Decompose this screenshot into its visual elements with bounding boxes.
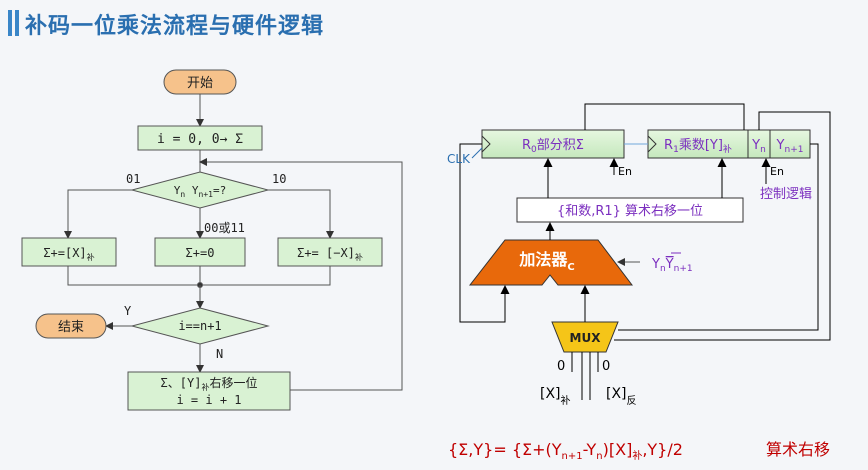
- loop-back-line: [199, 158, 403, 391]
- yes-label: Y: [124, 304, 132, 318]
- title-accent-bar: [8, 10, 12, 36]
- end-terminal: [35, 313, 107, 339]
- hardware-diagram: [459, 103, 831, 400]
- op-add-negx-label: Σ+= [−X]补: [297, 246, 363, 262]
- page-title: 补码一位乘法流程与硬件逻辑: [25, 14, 325, 39]
- r0-register: [481, 129, 625, 159]
- branch-01-line: [64, 189, 132, 239]
- mux-label: MUX: [570, 331, 602, 345]
- mux-input-0a: 0: [557, 359, 565, 374]
- shifter-label: {和数,R1} 算术右移一位: [557, 204, 703, 219]
- decision2-label: i==n+1: [178, 319, 221, 333]
- no-label: N: [216, 347, 223, 361]
- shift-label-line2: i = i + 1: [176, 393, 241, 407]
- r0-en-label: En: [618, 165, 632, 178]
- r1-label: R1乘数[Y]补: [664, 138, 732, 155]
- adder-label: 加法器C: [518, 250, 574, 273]
- shift-label-line1: Σ、[Y]补右移一位: [161, 375, 258, 392]
- op-add-x-label: Σ+=[X]补: [43, 246, 94, 262]
- mux-unit: [551, 321, 619, 353]
- clk-line: [471, 147, 483, 159]
- op-add-zero-label: Σ+=0: [186, 246, 215, 260]
- shift-box: [127, 371, 291, 411]
- yn-label: Yn: [751, 138, 766, 155]
- op-add-negx-box: [277, 237, 383, 267]
- mux-input-0b: 0: [602, 359, 610, 374]
- shifter-box: [516, 197, 744, 223]
- formula: {Σ,Y}= {Σ+(Yn+1-Yn)[X]补,Y}/2: [448, 440, 683, 462]
- end-label: 结束: [58, 320, 84, 335]
- branch-01-label: 01: [126, 172, 140, 186]
- r1-top-line: [584, 103, 745, 130]
- branch-10-line: [268, 189, 334, 239]
- title-bar: 补码一位乘法流程与硬件逻辑: [0, 0, 868, 46]
- clock-triangle-icon: [481, 135, 491, 153]
- init-box: [137, 125, 263, 151]
- clk-label: CLK: [447, 152, 471, 166]
- adder-unit: [468, 239, 634, 286]
- clock-triangle-icon: [647, 135, 657, 153]
- hardware-labels: CLK R0部分积Σ R1乘数[Y]补 Yn Yn+1 En En 控制逻辑 {…: [447, 138, 812, 407]
- control-logic-label: 控制逻辑: [760, 187, 812, 202]
- merge-line: [67, 266, 331, 286]
- branch-00-label: 00或11: [204, 221, 245, 235]
- r0-feedback-line: [459, 143, 510, 323]
- start-label: 开始: [187, 76, 213, 91]
- formula-note: 算术右移: [766, 440, 830, 459]
- flowchart-labels: 开始 i = 0, 0→ Σ Yn Yn+1=? 01 10 00或11 Σ+=…: [43, 76, 363, 407]
- r0-label: R0部分积Σ: [522, 138, 584, 155]
- yn-control-line: [614, 111, 831, 341]
- init-label: i = 0, 0→ Σ: [157, 132, 243, 147]
- r1-register: [647, 129, 749, 159]
- flowchart: [21, 69, 403, 411]
- title-accent-bar: [15, 10, 19, 36]
- op-add-x-box: [21, 237, 117, 267]
- decision1-label: Yn Yn+1=?: [174, 184, 226, 199]
- adder-ctrl-label: YnYn+1: [651, 257, 693, 274]
- op-add-zero-box: [154, 237, 246, 267]
- yn1-label: Yn+1: [776, 138, 804, 155]
- branch-10-label: 10: [272, 172, 286, 186]
- yn1-control-line: [618, 143, 819, 331]
- r1-en-label: En: [770, 165, 784, 178]
- x-comp-label: [X]补: [540, 386, 571, 407]
- x-inv-label: [X]反: [606, 386, 637, 407]
